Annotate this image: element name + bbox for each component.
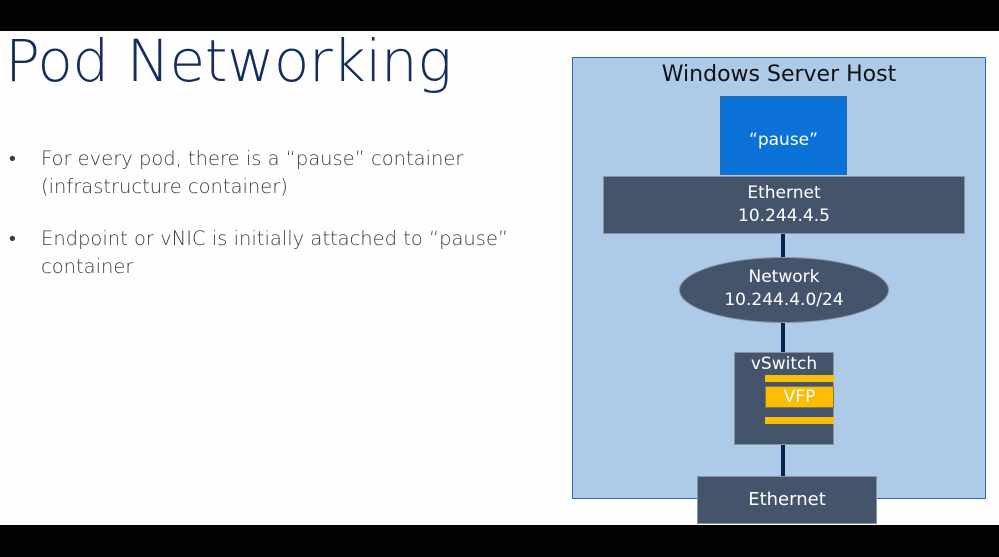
network-subnet: 10.244.4.0/24 xyxy=(724,290,844,310)
link-vswitch-nic xyxy=(781,444,785,477)
pause-container-label: “pause” xyxy=(749,129,818,150)
link-network-vswitch xyxy=(781,322,785,353)
vfp-lower-bar xyxy=(765,417,834,424)
bullet-marker: • xyxy=(9,227,16,250)
endpoint-ethernet-box: Ethernet 10.244.4.5 xyxy=(603,176,965,234)
top-letterbox-bar xyxy=(0,0,999,31)
bullet-text: Endpoint or vNIC is initially attached t… xyxy=(41,227,509,278)
network-name: Network xyxy=(748,267,820,287)
host-label: Windows Server Host xyxy=(661,62,897,87)
physical-nic-label: Ethernet xyxy=(748,489,826,510)
vfp-box: VFP xyxy=(765,386,834,408)
bullet-marker: • xyxy=(9,147,16,170)
vfp-upper-bar xyxy=(765,375,834,382)
bullet-text: For every pod, there is a “pause” contai… xyxy=(41,147,464,198)
vswitch-label: vSwitch xyxy=(750,354,818,374)
network-ellipse: Network 10.244.4.0/24 xyxy=(679,257,889,323)
bullet-item: • Endpoint or vNIC is initially attached… xyxy=(0,225,540,281)
pause-container-box: “pause” xyxy=(720,96,847,175)
link-ethernet-network xyxy=(781,234,785,258)
slide-title: Pod Networking xyxy=(5,27,452,95)
physical-ethernet-box: Ethernet xyxy=(697,476,877,524)
bottom-letterbox-bar xyxy=(0,525,999,557)
bullet-item: • For every pod, there is a “pause” cont… xyxy=(0,145,540,201)
vswitch-box: vSwitch VFP xyxy=(734,352,834,445)
endpoint-ip: 10.244.4.5 xyxy=(738,206,830,226)
endpoint-name: Ethernet xyxy=(747,183,821,203)
bullet-list: • For every pod, there is a “pause” cont… xyxy=(0,145,540,305)
